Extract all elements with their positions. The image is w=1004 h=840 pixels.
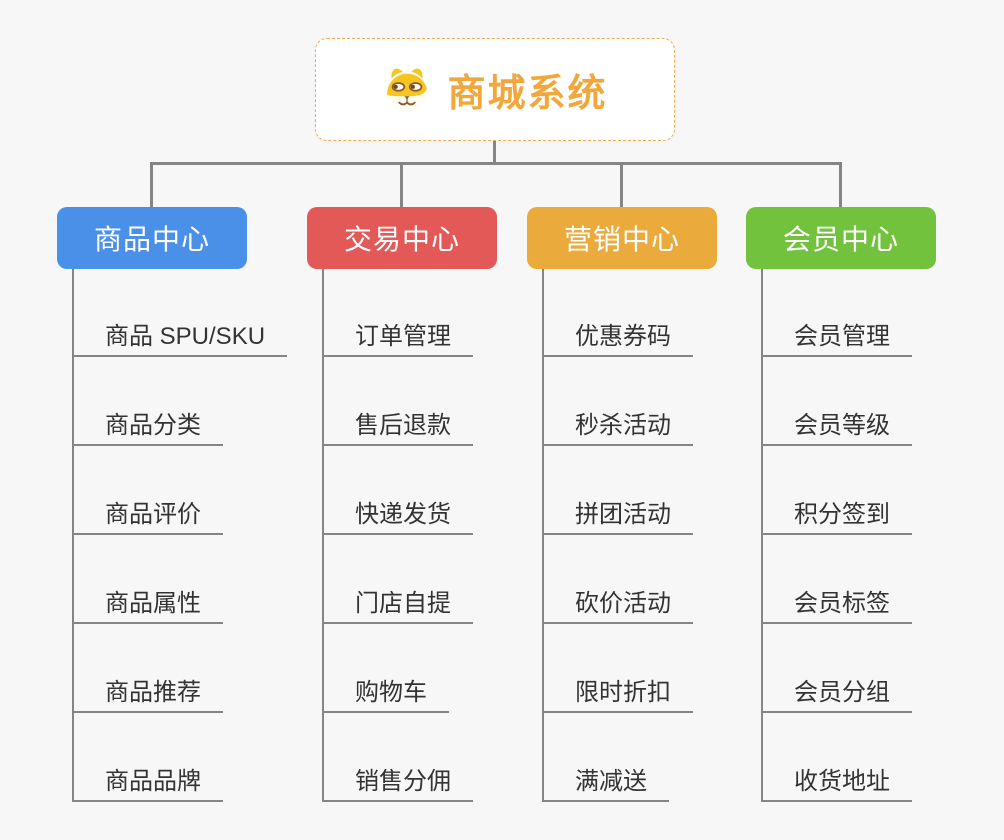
leaf-node[interactable]: 会员分组 bbox=[761, 659, 912, 713]
root-node[interactable]: 商城系统 bbox=[315, 38, 675, 141]
connector-drop-trade bbox=[400, 162, 403, 208]
connector-spine-trade bbox=[322, 269, 324, 802]
root-title: 商城系统 bbox=[447, 73, 608, 115]
leaf-node[interactable]: 商品属性 bbox=[72, 570, 223, 624]
leaf-node[interactable]: 积分签到 bbox=[761, 481, 912, 535]
leaf-node[interactable]: 砍价活动 bbox=[542, 570, 693, 624]
leaf-node[interactable]: 优惠券码 bbox=[542, 303, 693, 357]
leaf-node[interactable]: 商品 SPU/SKU bbox=[72, 303, 288, 357]
leaf-node[interactable]: 拼团活动 bbox=[542, 481, 693, 535]
branch-node-trade[interactable]: 交易中心 bbox=[307, 207, 497, 269]
connector-drop-products bbox=[150, 162, 153, 208]
leaf-node[interactable]: 收货地址 bbox=[761, 748, 912, 802]
leaf-node[interactable]: 销售分佣 bbox=[322, 748, 473, 802]
leaf-node[interactable]: 会员等级 bbox=[761, 392, 912, 446]
doge-icon bbox=[387, 68, 428, 112]
connector-spine-marketing bbox=[542, 269, 544, 802]
connector-bus bbox=[150, 162, 841, 165]
leaf-node[interactable]: 售后退款 bbox=[322, 392, 473, 446]
branch-node-members[interactable]: 会员中心 bbox=[746, 207, 936, 269]
connector-spine-members bbox=[761, 269, 763, 802]
leaf-node[interactable]: 会员标签 bbox=[761, 570, 912, 624]
leaf-node[interactable]: 订单管理 bbox=[322, 303, 473, 357]
leaf-node[interactable]: 商品推荐 bbox=[72, 659, 223, 713]
leaf-node[interactable]: 门店自提 bbox=[322, 570, 473, 624]
connector-drop-marketing bbox=[620, 162, 623, 208]
connector-drop-members bbox=[839, 162, 842, 208]
connector-spine-products bbox=[72, 269, 74, 802]
leaf-node[interactable]: 商品评价 bbox=[72, 481, 223, 535]
leaf-node[interactable]: 限时折扣 bbox=[542, 659, 693, 713]
connector-root-stem bbox=[493, 141, 496, 163]
leaf-node[interactable]: 商品分类 bbox=[72, 392, 223, 446]
branch-node-marketing[interactable]: 营销中心 bbox=[527, 207, 717, 269]
leaf-node[interactable]: 满减送 bbox=[542, 748, 669, 802]
leaf-node[interactable]: 商品品牌 bbox=[72, 748, 223, 802]
leaf-node[interactable]: 会员管理 bbox=[761, 303, 912, 357]
leaf-node[interactable]: 购物车 bbox=[322, 659, 449, 713]
leaf-node[interactable]: 秒杀活动 bbox=[542, 392, 693, 446]
leaf-node[interactable]: 快递发货 bbox=[322, 481, 473, 535]
branch-node-products[interactable]: 商品中心 bbox=[57, 207, 247, 269]
